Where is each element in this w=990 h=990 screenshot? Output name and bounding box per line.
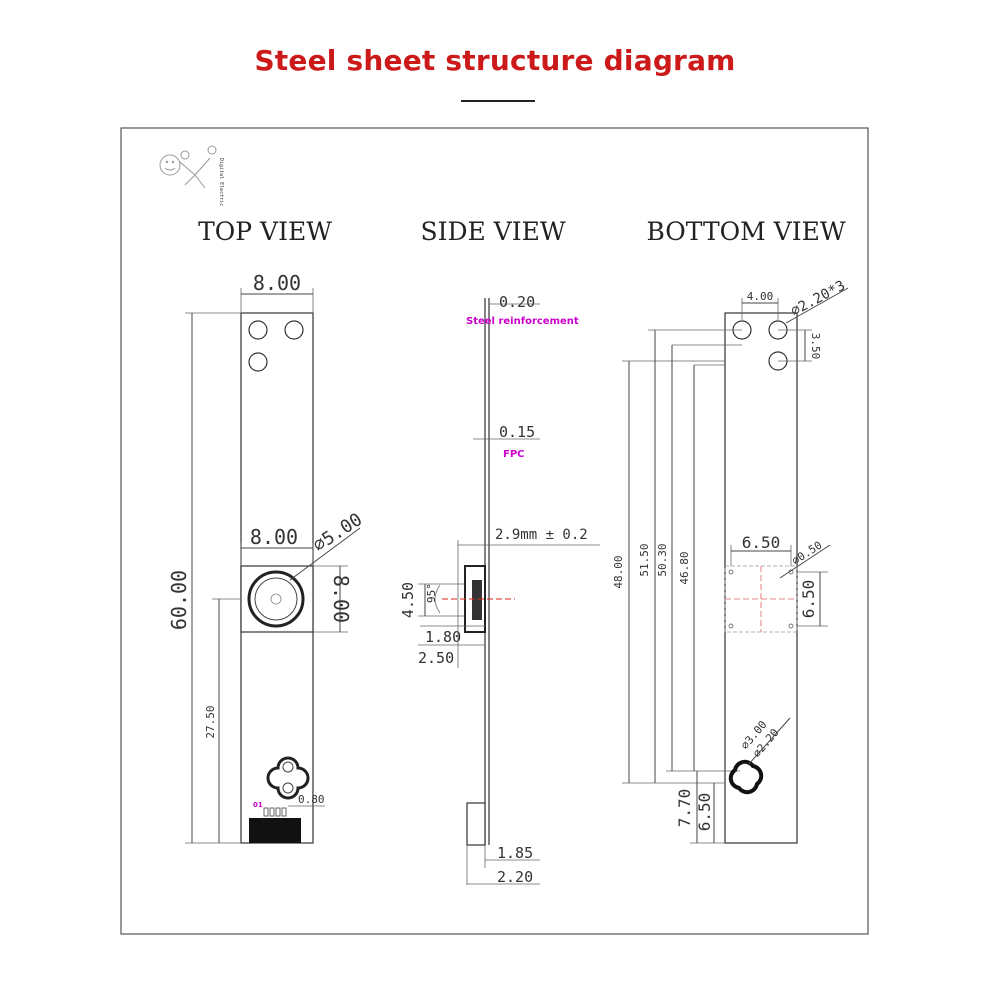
locating-slot xyxy=(266,756,310,800)
fpc-label: FPC xyxy=(503,449,525,460)
dim-51-5: 51.50 xyxy=(638,543,651,576)
side-connector xyxy=(466,802,486,846)
lens-height-dim: 8.00 xyxy=(329,575,353,623)
steel-thickness-dim: 0.20 xyxy=(499,293,535,311)
top-width-dim: 8.00 xyxy=(253,271,301,295)
step2-dim: 2.50 xyxy=(418,649,454,667)
lens-width-dim: 8.00 xyxy=(250,525,298,549)
lens-h-dim: 4.50 xyxy=(399,582,417,618)
steel-reinforcement-label: Steel reinforcement xyxy=(466,316,579,327)
hole-diameter-dim: ⌀2.20*3 xyxy=(788,278,848,320)
top-length-dim: 60.00 xyxy=(167,570,191,630)
bottom-locating-slot xyxy=(728,759,764,795)
view-angle-dim: 95° xyxy=(425,583,438,603)
lens-icon xyxy=(247,570,305,628)
top-view-title: TOP VIEW xyxy=(198,217,332,246)
mount-hole xyxy=(248,352,268,372)
bottom-dim-7-7: 7.70 xyxy=(675,789,694,828)
module-height-dim: 2.9mm ± 0.2 xyxy=(495,527,588,543)
bottom-view-title: BOTTOM VIEW xyxy=(646,217,845,246)
dim-48: 48.00 xyxy=(612,555,625,588)
pin1-label: 01 xyxy=(253,801,263,809)
dim-46-8: 46.80 xyxy=(678,551,691,584)
mount-hole xyxy=(284,320,304,340)
lens-diameter-dim: ⌀5.00 xyxy=(309,509,366,556)
title-underline xyxy=(461,100,535,102)
conn2-dim: 2.20 xyxy=(497,868,533,886)
dim-50-3: 50.30 xyxy=(656,543,669,576)
hole-pitch-dim: 4.00 xyxy=(747,290,774,303)
page-title: Steel sheet structure diagram xyxy=(254,44,736,77)
conn1-dim: 1.85 xyxy=(497,844,533,862)
step1-dim: 1.80 xyxy=(425,628,461,646)
bottom-dim-6-5: 6.50 xyxy=(695,793,714,832)
pad-height-dim: 6.50 xyxy=(799,580,818,619)
brand-logo: Digital Electric xyxy=(159,145,224,206)
connector-pins xyxy=(263,807,287,817)
fpc-thickness-dim: 0.15 xyxy=(499,423,535,441)
side-view-title: SIDE VIEW xyxy=(420,217,565,246)
drawing-frame xyxy=(120,127,869,935)
logo-text: Digital Electric xyxy=(218,158,224,206)
fpc-connector xyxy=(249,818,301,843)
pad-width-dim: 6.50 xyxy=(742,533,781,552)
pin-pitch-dim: 0.80 xyxy=(298,793,325,806)
hole-offset-dim: 3.50 xyxy=(809,333,822,360)
lens-position-dim: 27.50 xyxy=(204,705,217,738)
mount-hole xyxy=(248,320,268,340)
